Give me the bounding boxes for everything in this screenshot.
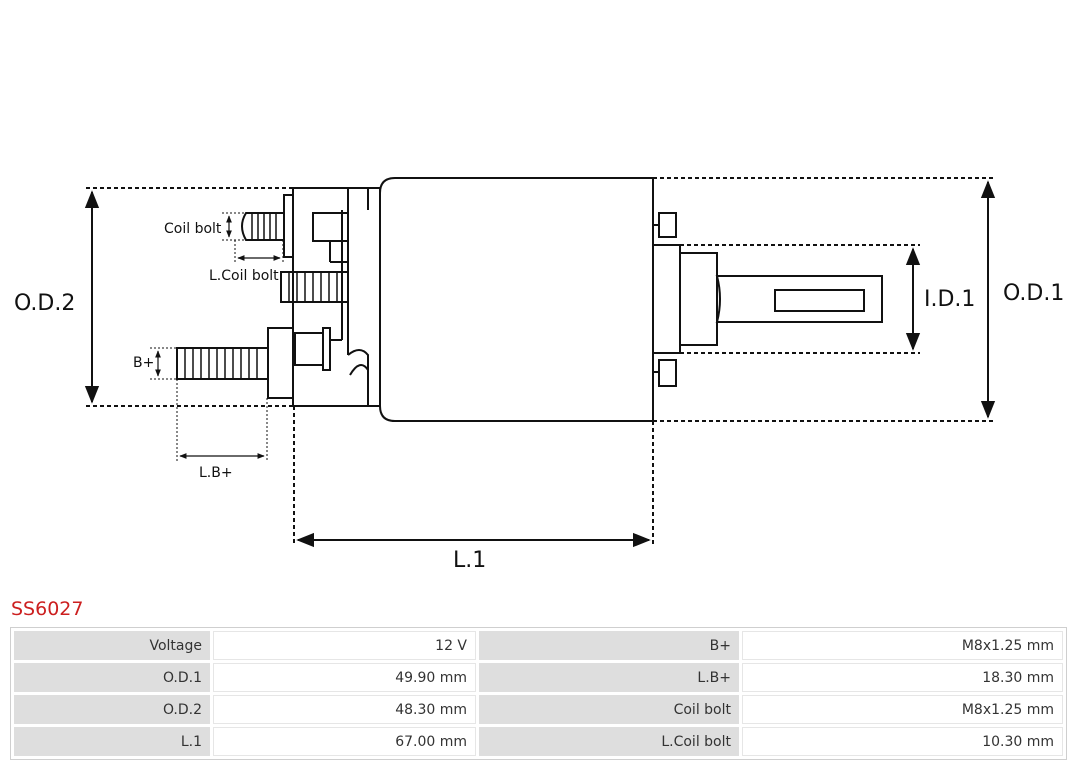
spec-label: B+ xyxy=(479,631,739,660)
specifications-table: Voltage 12 V B+ M8x1.25 mm O.D.1 49.90 m… xyxy=(10,627,1067,760)
table-row: Voltage 12 V B+ M8x1.25 mm xyxy=(14,631,1063,660)
coil-bolt xyxy=(241,212,285,241)
spec-value: 49.90 mm xyxy=(213,663,476,692)
l-b-plus-label: L.B+ xyxy=(199,465,233,481)
solenoid-rear-cap xyxy=(292,187,381,407)
spec-value: 10.30 mm xyxy=(742,727,1063,756)
solenoid-main-body xyxy=(379,177,654,422)
product-code: SS6027 xyxy=(11,598,84,620)
coil-bolt-lower-thread xyxy=(280,271,349,303)
table-row: O.D.1 49.90 mm L.B+ 18.30 mm xyxy=(14,663,1063,692)
od1-label: O.D.1 xyxy=(1003,281,1064,306)
spec-value: 48.30 mm xyxy=(213,695,476,724)
spec-label: Coil bolt xyxy=(479,695,739,724)
spec-label: O.D.2 xyxy=(14,695,210,724)
solenoid-technical-drawing: O.D.2 O.D.1 I.D.1 L.1 Coil bolt L.Coil b… xyxy=(14,177,1064,573)
spec-label: L.Coil bolt xyxy=(479,727,739,756)
id1-label: I.D.1 xyxy=(924,287,975,312)
spec-value: 12 V xyxy=(213,631,476,660)
b-plus-label: B+ xyxy=(133,355,154,371)
spec-label: Voltage xyxy=(14,631,210,660)
plunger xyxy=(652,244,883,354)
l-coil-bolt-label: L.Coil bolt xyxy=(209,268,279,284)
spec-value: 67.00 mm xyxy=(213,727,476,756)
spec-value: M8x1.25 mm xyxy=(742,631,1063,660)
table-row: O.D.2 48.30 mm Coil bolt M8x1.25 mm xyxy=(14,695,1063,724)
spec-label: L.1 xyxy=(14,727,210,756)
spec-value: M8x1.25 mm xyxy=(742,695,1063,724)
coil-bolt-label: Coil bolt xyxy=(164,221,222,237)
b-plus-bolt xyxy=(176,347,269,380)
spec-value: 18.30 mm xyxy=(742,663,1063,692)
spec-label: O.D.1 xyxy=(14,663,210,692)
table-row: L.1 67.00 mm L.Coil bolt 10.30 mm xyxy=(14,727,1063,756)
od2-label: O.D.2 xyxy=(14,291,75,316)
spec-label: L.B+ xyxy=(479,663,739,692)
l1-label: L.1 xyxy=(453,548,486,573)
